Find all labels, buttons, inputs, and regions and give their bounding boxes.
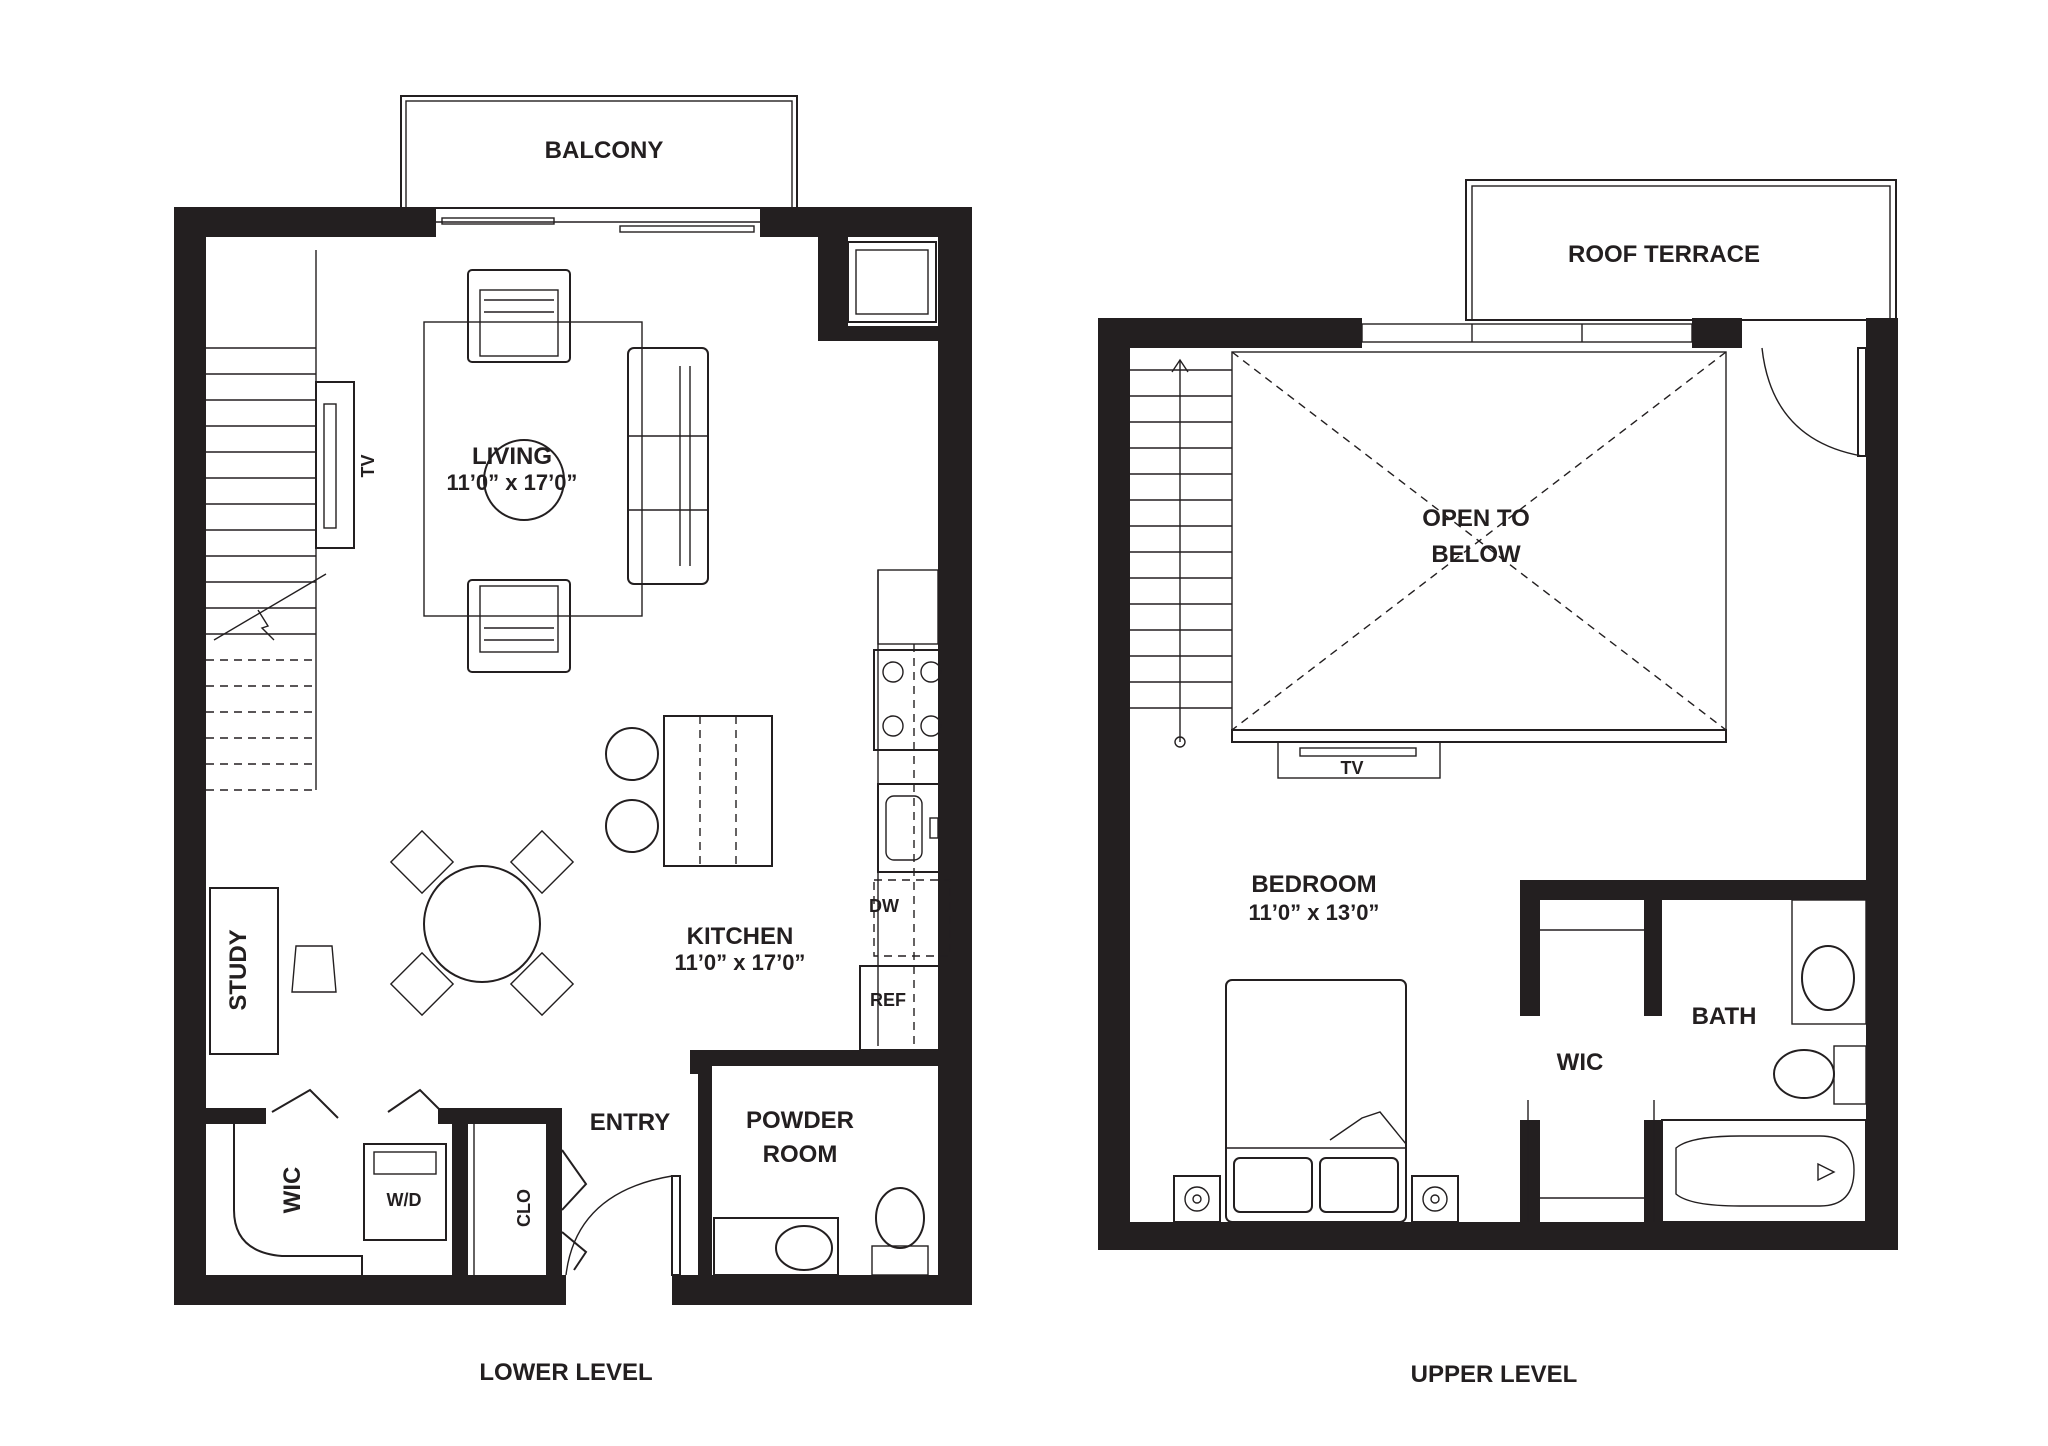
bath-label: BATH	[1692, 1003, 1757, 1030]
balcony	[400, 95, 798, 209]
lower-tv-console	[315, 381, 355, 549]
open-to-below-label-line1: OPEN TO	[1422, 505, 1530, 532]
roof-terrace-label: ROOF TERRACE	[1568, 241, 1760, 268]
upper-tv-console	[1277, 741, 1441, 779]
lower-interior-walls	[206, 237, 938, 1275]
lower-stairs	[206, 250, 327, 791]
lower-level-caption: LOWER LEVEL	[479, 1359, 652, 1386]
washer-dryer	[363, 1143, 447, 1241]
upper-tv-label: TV	[1340, 758, 1363, 778]
refrigerator	[859, 965, 953, 1051]
sofa	[627, 347, 709, 585]
roof-terrace	[1465, 179, 1897, 321]
bed	[1225, 979, 1407, 1223]
ref-label: REF	[870, 990, 906, 1010]
living-label: LIVING	[472, 443, 552, 470]
clo-bifold-doors	[473, 1124, 588, 1275]
kitchen-island	[663, 715, 773, 867]
entry-label: ENTRY	[590, 1109, 670, 1136]
balcony-label: BALCONY	[545, 137, 664, 164]
bedroom-size-label: 11’0” x 13’0”	[1249, 900, 1380, 925]
powder-toilet	[871, 1187, 929, 1276]
balcony-sliding-door	[436, 217, 760, 233]
powder-vanity	[713, 1217, 839, 1276]
bar-stools	[605, 727, 659, 853]
coffee-table	[483, 439, 565, 521]
nightstands	[1173, 1175, 1459, 1223]
dishwasher	[873, 879, 951, 957]
lower-level-plan	[174, 95, 972, 1305]
armchair-bottom	[467, 579, 571, 673]
kitchen-size-label: 11’0” x 17’0”	[675, 950, 806, 975]
wd-label: W/D	[387, 1190, 422, 1210]
bath-toilet	[1773, 1045, 1867, 1105]
upper-level-plan	[1098, 179, 1898, 1250]
kitchen-label: KITCHEN	[687, 923, 794, 950]
bedroom-label: BEDROOM	[1251, 871, 1376, 898]
upper-exterior-walls	[1098, 318, 1898, 1250]
upper-wic-label: WIC	[1557, 1049, 1604, 1076]
terrace-door	[1761, 347, 1867, 457]
lower-tv-label: TV	[358, 454, 378, 477]
study-label: STUDY	[225, 929, 252, 1010]
kitchen-counter	[877, 569, 939, 1046]
upper-stairs	[1130, 358, 1232, 748]
study-desk	[209, 887, 337, 1055]
bath-vanity	[1791, 899, 1867, 1025]
wic-bifold-doors	[271, 1088, 449, 1119]
dining-set	[389, 829, 575, 1017]
fireplace-unit	[847, 241, 937, 323]
cooktop	[873, 649, 953, 751]
wic-shelf	[233, 1124, 363, 1275]
bathtub	[1661, 1119, 1867, 1223]
lower-wic-label: WIC	[279, 1167, 306, 1214]
kitchen-sink	[877, 783, 943, 873]
open-to-below	[1231, 351, 1727, 743]
living-rug	[423, 321, 643, 617]
powder-room-label-line2: ROOM	[763, 1141, 838, 1168]
dw-label: DW	[869, 896, 899, 916]
open-to-below-label-line2: BELOW	[1431, 541, 1521, 568]
armchair-top	[467, 269, 571, 363]
entry-door	[565, 1175, 681, 1276]
clo-label: CLO	[514, 1189, 534, 1227]
lower-exterior-walls	[174, 207, 972, 1305]
terrace-windows	[1361, 323, 1693, 343]
wic-rods	[1527, 929, 1655, 1222]
upper-level-caption: UPPER LEVEL	[1411, 1361, 1578, 1388]
upper-interior-walls	[1520, 880, 1866, 1222]
living-size-label: 11’0” x 17’0”	[447, 470, 578, 495]
powder-room-label-line1: POWDER	[746, 1107, 854, 1134]
